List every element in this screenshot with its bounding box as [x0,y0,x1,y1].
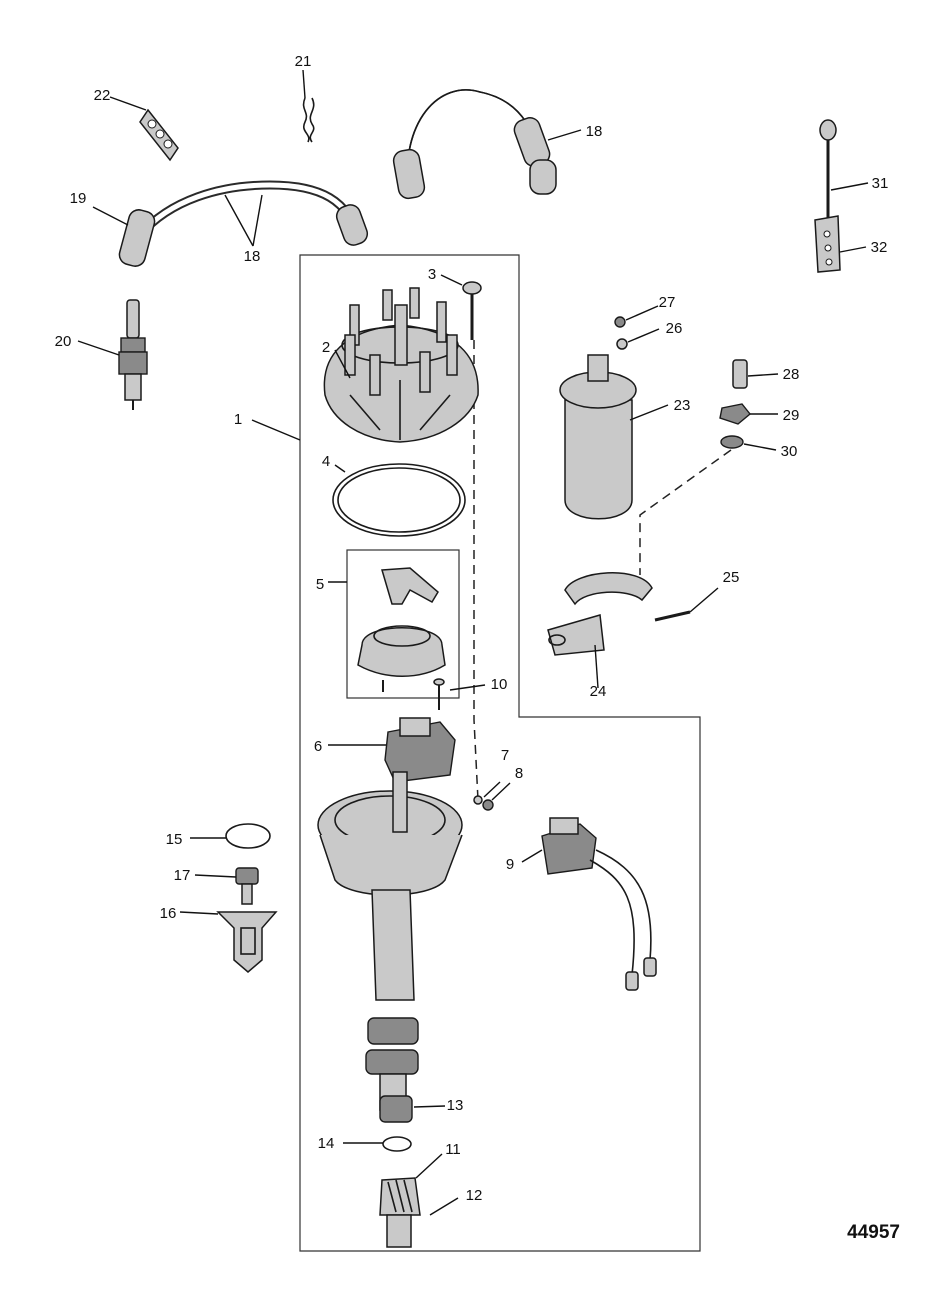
coil-washer-small [616,338,628,350]
coil-bracket [547,572,653,656]
spark-plug [118,299,148,410]
callout-3: 3 [428,266,436,283]
leader-lines [77,69,869,1216]
callout-9: 9 [506,856,514,873]
callout-18-bottom: 18 [244,248,261,265]
spark-plug-wire-long [392,89,557,200]
callout-28: 28 [783,366,800,383]
callout-12: 12 [466,1187,483,1204]
callout-29: 29 [783,407,800,424]
callout-17: 17 [174,867,191,884]
callout-32: 32 [871,239,888,256]
seal-washer [225,823,271,849]
cap-screw [462,281,482,340]
cap-gasket [332,463,466,537]
small-screw [433,678,445,710]
wire-separator [139,108,179,162]
callout-labels: 1 2 3 4 5 6 7 8 9 10 11 12 13 14 15 16 1… [55,53,889,1204]
wire-clip [302,97,315,143]
distributor-housing [317,771,463,1111]
ground-strap [814,119,841,273]
coil-nut [719,403,751,425]
callout-1: 1 [234,411,242,428]
washer [473,795,483,805]
callout-21: 21 [295,53,312,70]
callout-5: 5 [316,576,324,593]
callout-13: 13 [447,1097,464,1114]
distributor-cap [323,287,479,443]
ignition-coil [559,354,637,520]
callout-20: 20 [55,333,72,350]
callout-4: 4 [322,453,330,470]
coil-bolt [732,359,748,389]
spark-plug-wire-short [118,180,369,267]
clamp-bolt [235,867,259,905]
assembly-frame [299,254,701,1252]
callout-31: 31 [872,175,889,192]
callout-14: 14 [318,1135,335,1152]
callout-27: 27 [659,294,676,311]
callout-22: 22 [94,87,111,104]
callout-10: 10 [491,676,508,693]
shaft-bushing [379,1095,413,1123]
figure-number: 44957 [847,1222,900,1243]
alignment-line-distributor [473,340,479,801]
callout-19: 19 [70,190,87,207]
callout-26: 26 [666,320,683,337]
drive-gear [379,1177,421,1248]
callout-16: 16 [160,905,177,922]
nut [482,799,494,811]
hold-down-clamp [216,911,278,973]
callout-11: 11 [445,1141,461,1158]
callout-8: 8 [515,765,523,782]
callout-6: 6 [314,738,322,755]
rotor-kit [346,549,460,699]
callout-15: 15 [166,831,183,848]
callout-7: 7 [501,747,509,764]
ignition-module [384,717,456,783]
bracket-screw [654,610,691,622]
pickup-module [541,817,657,991]
coil-washer [720,435,744,449]
alignment-line-coil [639,449,732,575]
thrust-washer [382,1136,412,1152]
callout-2: 2 [322,339,330,356]
callout-30: 30 [781,443,798,460]
callout-23: 23 [674,397,691,414]
callout-24: 24 [590,683,607,700]
callout-18-top: 18 [586,123,603,140]
callout-25: 25 [723,569,740,586]
coil-nut-small [614,316,626,328]
